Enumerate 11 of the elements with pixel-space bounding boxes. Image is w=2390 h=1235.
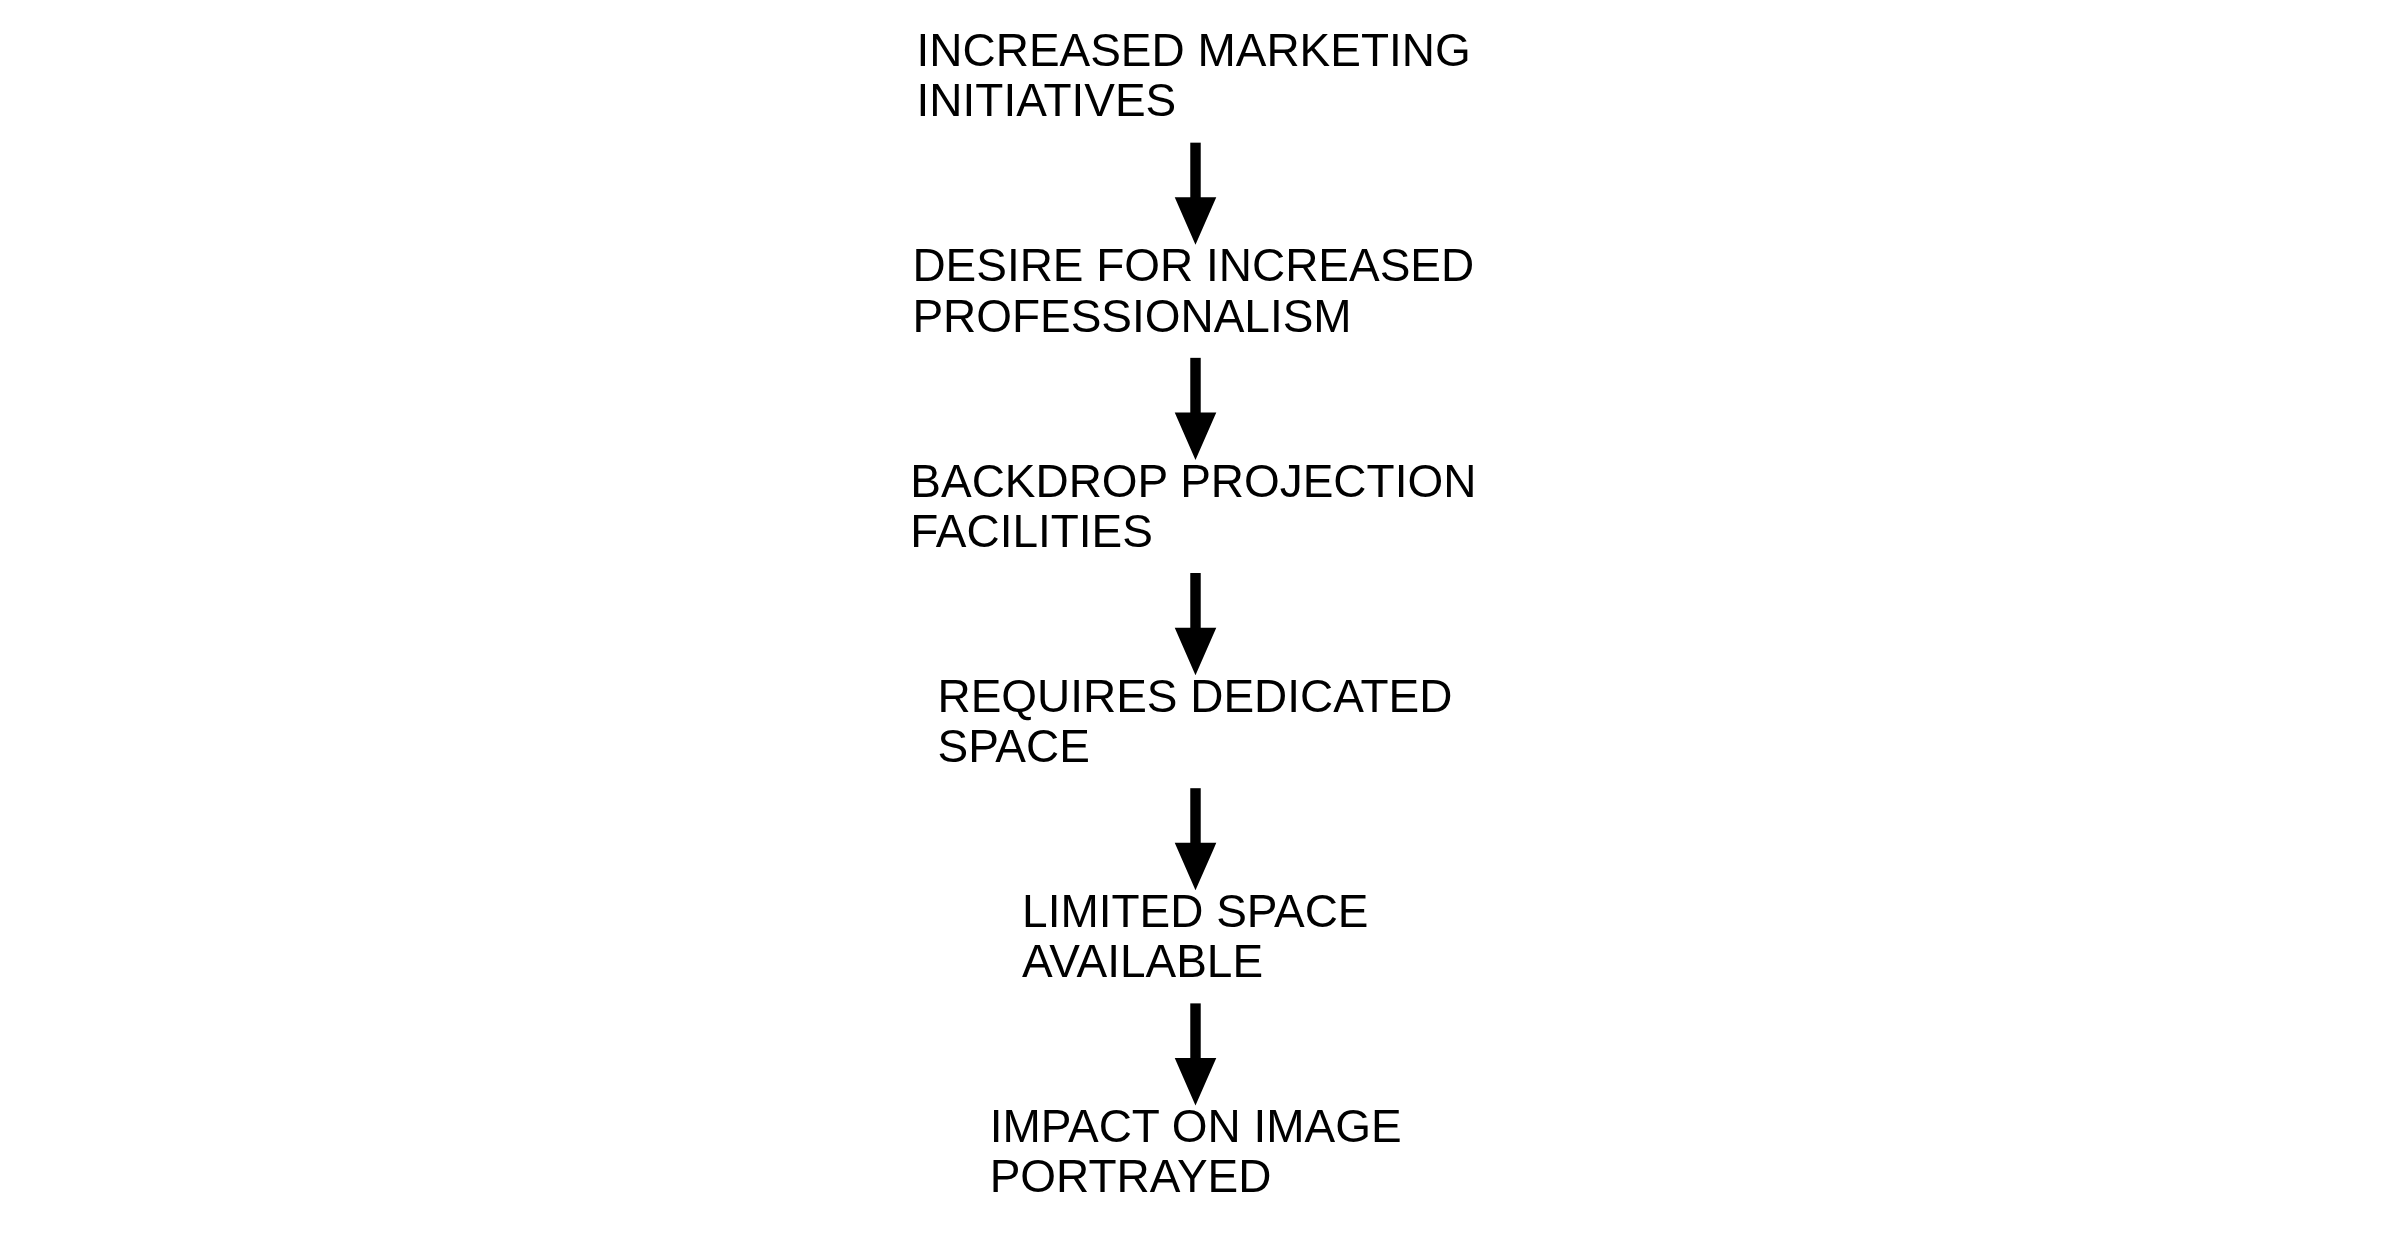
arrow — [1174, 142, 1216, 245]
node-text: DESIRE FOR INCREASED PROFESSIONALISM — [911, 239, 1474, 342]
node-text: IMPACT ON IMAGE PORTRAYED — [989, 1100, 1402, 1203]
node-text: LIMITED SPACE AVAILABLE — [1021, 884, 1369, 988]
node-text: INCREASED MARKETING INITIATIVES — [916, 24, 1471, 127]
arrow — [1174, 573, 1216, 676]
arrow — [1174, 357, 1216, 460]
arrow — [1174, 1003, 1216, 1106]
arrow — [1174, 788, 1216, 891]
node-text: REQUIRES DEDICATED SPACE — [937, 669, 1452, 772]
node-text: BACKDROP PROJECTION FACILITIES — [909, 454, 1476, 557]
